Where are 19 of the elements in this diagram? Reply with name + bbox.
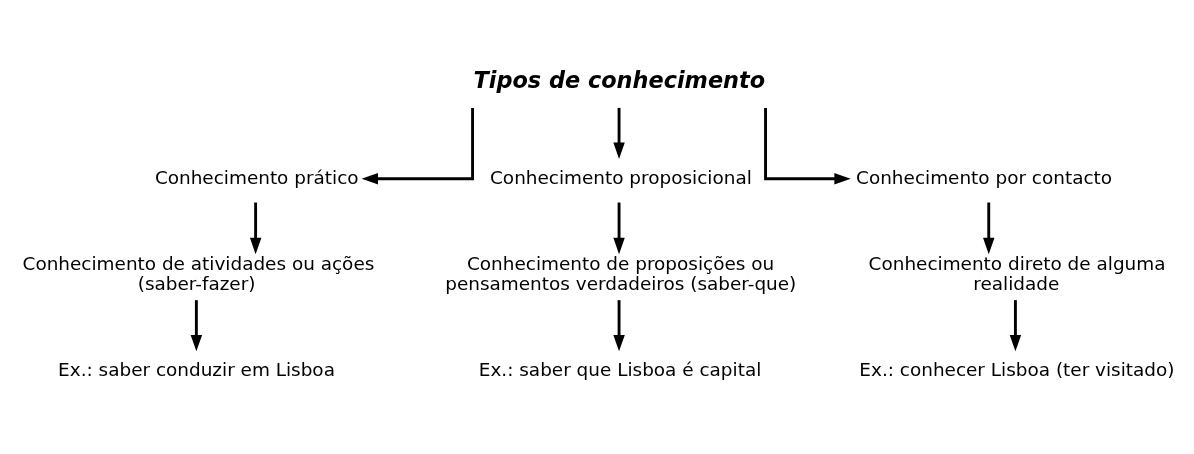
node-text: Conhecimento de proposições ou pensamentos verdadeiros (saber-que)	[445, 252, 797, 294]
arrow	[764, 107, 851, 184]
node-text: Conhecimento prático	[154, 166, 359, 188]
arrow	[249, 202, 262, 254]
node-text: Tipos de conhecimento	[473, 66, 766, 93]
arrow	[190, 299, 203, 351]
arrow	[613, 107, 625, 159]
node-text: Ex.: saber que Lisboa é capital	[478, 358, 762, 380]
node-text: Conhecimento de atividades ou ações (saber-fazer)	[22, 252, 375, 294]
node-text: Conhecimento por contacto	[856, 166, 1113, 188]
node-text: Conhecimento direto de alguma realidade	[868, 252, 1166, 294]
arrow	[1009, 299, 1022, 351]
arrow	[613, 299, 625, 351]
arrow	[983, 202, 995, 254]
arrow	[361, 107, 474, 184]
node-text: Ex.: saber conduzir em Lisboa	[58, 358, 335, 380]
node-text: Ex.: conhecer Lisboa (ter visitado)	[859, 358, 1175, 380]
node-text: Conhecimento proposicional	[490, 166, 752, 188]
arrow	[613, 202, 625, 254]
